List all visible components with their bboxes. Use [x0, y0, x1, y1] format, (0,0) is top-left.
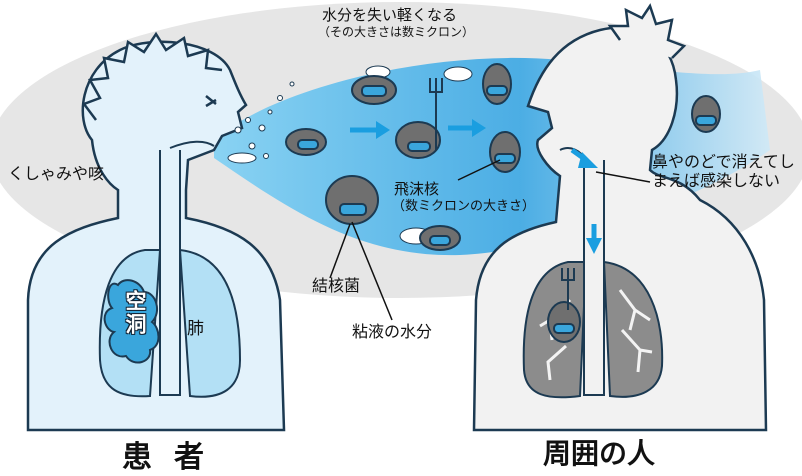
- lung-label: 肺: [187, 319, 204, 339]
- germ-5: [489, 131, 521, 173]
- subtitle-label: （その大きさは数ミクロン）: [318, 25, 475, 39]
- cavity-label: 空洞: [123, 290, 147, 336]
- nose-throat-label: 鼻やのどで消えてしまえば感染しない: [652, 152, 795, 190]
- germ-3: [285, 128, 327, 156]
- germ-9: [547, 268, 581, 343]
- leader-lines: [329, 159, 651, 321]
- germ-7: [419, 225, 461, 251]
- mucus-label: 粘液の水分: [352, 322, 433, 341]
- germ-8: [691, 95, 721, 133]
- bacteria-label: 結核菌: [312, 276, 361, 295]
- people-around-caption: 周囲の人: [543, 437, 656, 470]
- title-label: 水分を失い軽くなる: [322, 6, 458, 24]
- germ-4: [395, 78, 443, 159]
- germ-1: [351, 75, 397, 105]
- infected-lungs: [522, 147, 664, 399]
- germ-characters: [285, 63, 721, 343]
- droplet-nuclei-size-label: （数ミクロンの大きさ）: [392, 199, 536, 214]
- lung-cavity: [103, 279, 160, 364]
- germ-6: [325, 175, 379, 225]
- droplet-nuclei-label: 飛沫核: [394, 180, 440, 198]
- patient-caption: 患者: [122, 440, 226, 475]
- germ-2: [482, 63, 512, 105]
- flow-arrows: [350, 119, 602, 254]
- sneeze-label: くしゃみや咳: [8, 164, 105, 183]
